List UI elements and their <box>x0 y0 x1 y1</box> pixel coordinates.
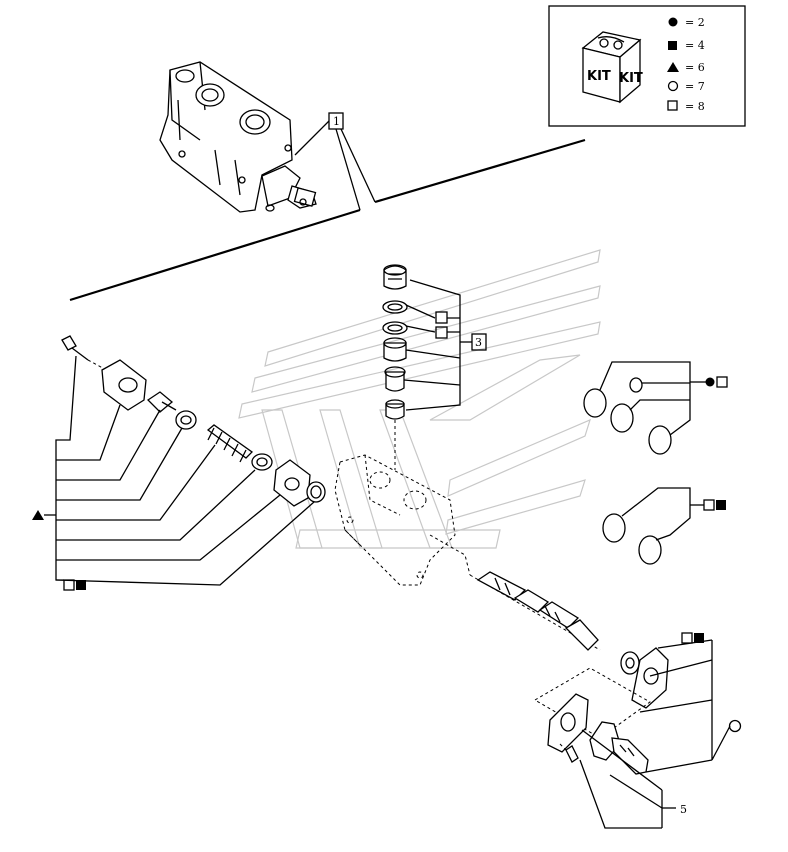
filled-square-symbol <box>668 41 677 50</box>
open-square-marker <box>703 499 715 511</box>
open-circle-marker <box>728 719 742 733</box>
reference-1-callout: 1 <box>294 112 376 211</box>
kit-label-left: KIT <box>587 69 611 84</box>
open-circle-symbol <box>667 80 679 92</box>
kit-box-icon: KIT KIT <box>581 31 643 104</box>
reference-3-label: 3 <box>475 336 482 349</box>
reference-1-label: 1 <box>333 115 340 128</box>
open-square-marker <box>435 311 448 324</box>
legend-open-circle-text: = 7 <box>685 80 705 93</box>
spool <box>469 571 601 651</box>
filled-circle-marker <box>705 377 715 387</box>
left-exploded-parts <box>61 335 326 507</box>
open-square-marker <box>716 376 728 388</box>
open-square-symbol <box>667 100 678 111</box>
o-ring-group-middle <box>602 487 726 565</box>
legend-filled-square-text: = 4 <box>685 39 705 52</box>
kit-legend: KIT KIT = 2 = 4 = 6 = 7 = 8 <box>548 5 746 127</box>
legend-open-square-text: = 8 <box>685 100 705 113</box>
filled-triangle-marker <box>32 510 44 520</box>
filled-square-marker <box>716 500 726 510</box>
reference-5-label: 5 <box>680 803 687 816</box>
separator-line-lower <box>69 208 361 302</box>
open-square-marker <box>681 632 693 644</box>
filled-square-marker <box>76 580 86 590</box>
check-valve-stack <box>382 264 408 455</box>
left-leaders <box>32 355 315 591</box>
filled-circle-symbol <box>668 17 678 27</box>
filled-triangle-symbol <box>667 62 679 72</box>
valve-body <box>334 420 471 586</box>
open-square-marker <box>63 579 75 591</box>
o-ring-group-upper <box>583 361 728 455</box>
filled-square-marker <box>694 633 704 643</box>
separator-line-upper <box>374 138 586 204</box>
valve-section-assembly <box>159 61 317 213</box>
stack-leaders: 3 <box>403 279 487 411</box>
kit-label-right: KIT <box>619 71 643 86</box>
legend-filled-circle-text: = 2 <box>685 16 705 29</box>
legend-filled-triangle-text: = 6 <box>685 61 705 74</box>
lower-right-assembly: 5 <box>534 632 742 829</box>
